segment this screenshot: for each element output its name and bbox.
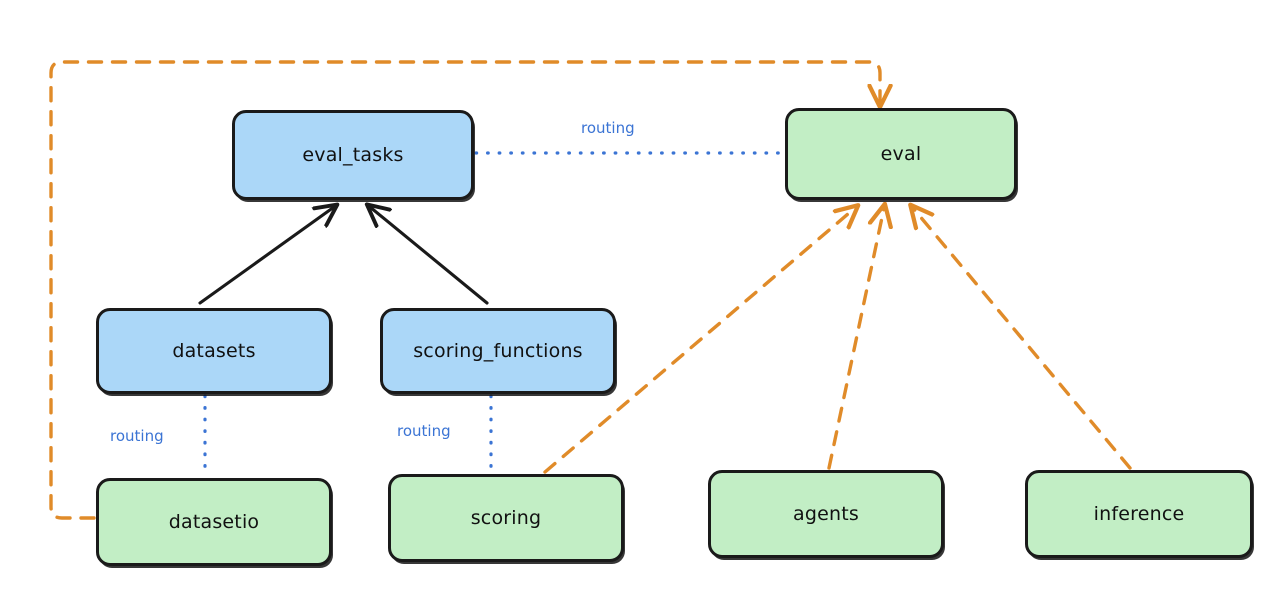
edge-datasetio-to-eval [49, 60, 880, 520]
node-scoring-functions-label: scoring_functions [413, 340, 583, 362]
node-datasetio-label: datasetio [168, 511, 260, 533]
node-datasets[interactable]: datasets [96, 308, 332, 394]
node-scoring-functions[interactable]: scoring_functions [380, 308, 616, 394]
edge-label-routing-eval-tasks-eval: routing [581, 119, 635, 137]
node-scoring-label: scoring [470, 507, 542, 529]
node-eval-label: eval [880, 143, 922, 165]
node-inference-label: inference [1093, 503, 1185, 525]
edge-label-routing-scoring-functions-scoring: routing [397, 422, 451, 440]
node-eval[interactable]: eval [785, 108, 1017, 200]
edge-agents-to-eval [827, 208, 884, 470]
edge-inference-to-eval [913, 208, 1132, 470]
node-agents-label: agents [793, 503, 859, 525]
edge-datasets-to-eval-tasks [198, 207, 334, 305]
node-eval-tasks-label: eval_tasks [302, 144, 404, 166]
node-scoring[interactable]: scoring [388, 474, 624, 562]
node-datasets-label: datasets [172, 340, 256, 362]
node-datasetio[interactable]: datasetio [96, 478, 332, 566]
edge-label-routing-datasets-datasetio: routing [110, 427, 164, 445]
edge-scoring-functions-to-eval-tasks [370, 207, 489, 305]
node-eval-tasks[interactable]: eval_tasks [232, 110, 474, 200]
node-inference[interactable]: inference [1025, 470, 1253, 558]
node-agents[interactable]: agents [708, 470, 944, 558]
edge-scoring-to-eval [543, 208, 855, 474]
